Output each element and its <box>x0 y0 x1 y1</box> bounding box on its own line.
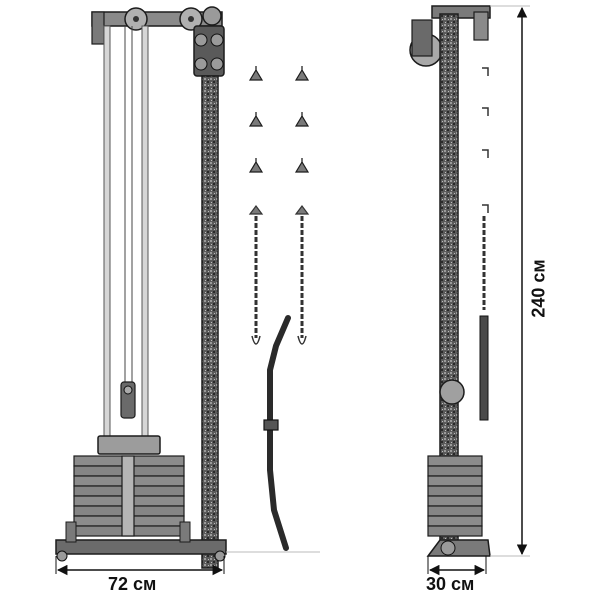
guide-rod-left <box>103 25 111 437</box>
chain-right-icon <box>294 205 310 345</box>
handle-icon <box>248 158 264 173</box>
accessories <box>248 66 310 551</box>
depth-label: 30 см <box>426 574 475 594</box>
weight-stack <box>73 455 185 537</box>
handle-icon <box>248 112 264 127</box>
chain-left-icon <box>248 205 264 345</box>
bent-bar-icon <box>267 315 291 551</box>
height-label: 240 см <box>528 259 549 318</box>
side-view <box>409 5 530 574</box>
width-label: 72 см <box>108 574 157 594</box>
handle-icon <box>294 158 310 173</box>
handle-icon <box>294 112 310 127</box>
handle-icon <box>294 66 310 81</box>
upright-column <box>201 75 219 569</box>
handle-icon <box>248 66 264 81</box>
base-frame <box>55 539 227 555</box>
stack-top-plate <box>97 435 161 455</box>
front-view <box>55 6 320 574</box>
guide-rod-right <box>141 25 149 437</box>
